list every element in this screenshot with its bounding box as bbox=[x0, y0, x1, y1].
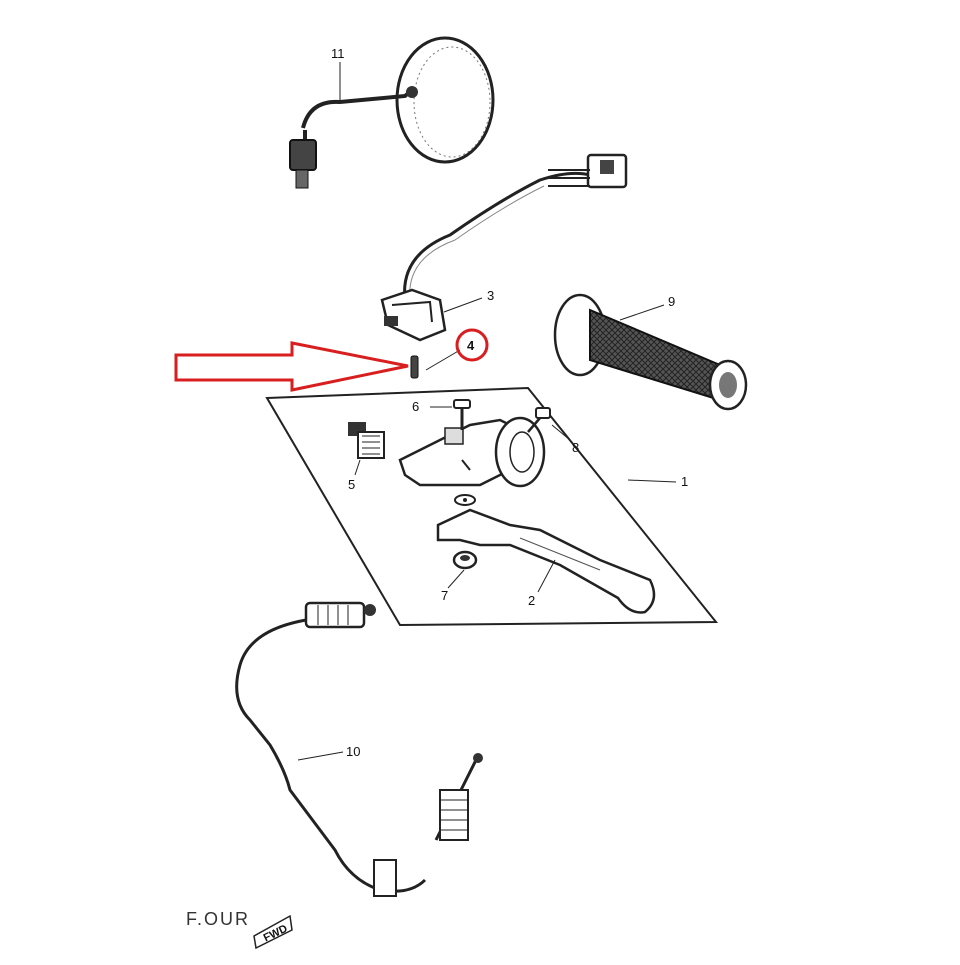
lever-assembly-frame bbox=[265, 386, 719, 627]
label-part-5: 5 bbox=[348, 477, 355, 492]
clutch-switch-body bbox=[380, 288, 447, 342]
holder-screw bbox=[527, 407, 551, 433]
forward-direction-label: FWD bbox=[262, 923, 290, 945]
pivot-washer bbox=[454, 494, 476, 506]
cable-adjuster bbox=[348, 422, 385, 459]
highlight-arrow bbox=[174, 341, 409, 392]
label-part-1: 1 bbox=[681, 474, 688, 489]
label-part-2: 2 bbox=[528, 593, 535, 608]
label-part-10: 10 bbox=[346, 744, 360, 759]
switch-pin-part bbox=[410, 355, 419, 379]
label-part-8: 8 bbox=[572, 440, 579, 455]
label-part-6: 6 bbox=[412, 399, 419, 414]
handlebar-grip bbox=[553, 293, 748, 411]
clutch-lever bbox=[436, 508, 656, 614]
label-part-11: 11 bbox=[331, 46, 345, 61]
part-labels: 11 3 9 4 6 8 5 1 7 2 10 bbox=[297, 46, 688, 761]
footer-code: F.OUR bbox=[186, 909, 250, 929]
lever-holder bbox=[398, 416, 546, 488]
forward-direction-badge: FWD bbox=[253, 914, 293, 950]
clutch-cable bbox=[235, 601, 483, 897]
label-part-7: 7 bbox=[441, 588, 448, 603]
label-part-3: 3 bbox=[487, 288, 494, 303]
label-part-4: 4 bbox=[467, 338, 475, 353]
label-part-9: 9 bbox=[668, 294, 675, 309]
pivot-bolt bbox=[453, 399, 471, 430]
mirror-assembly bbox=[289, 36, 495, 189]
highlight-circle bbox=[455, 328, 489, 362]
clutch-switch-wiring bbox=[403, 153, 628, 301]
lever-nut bbox=[452, 550, 478, 570]
